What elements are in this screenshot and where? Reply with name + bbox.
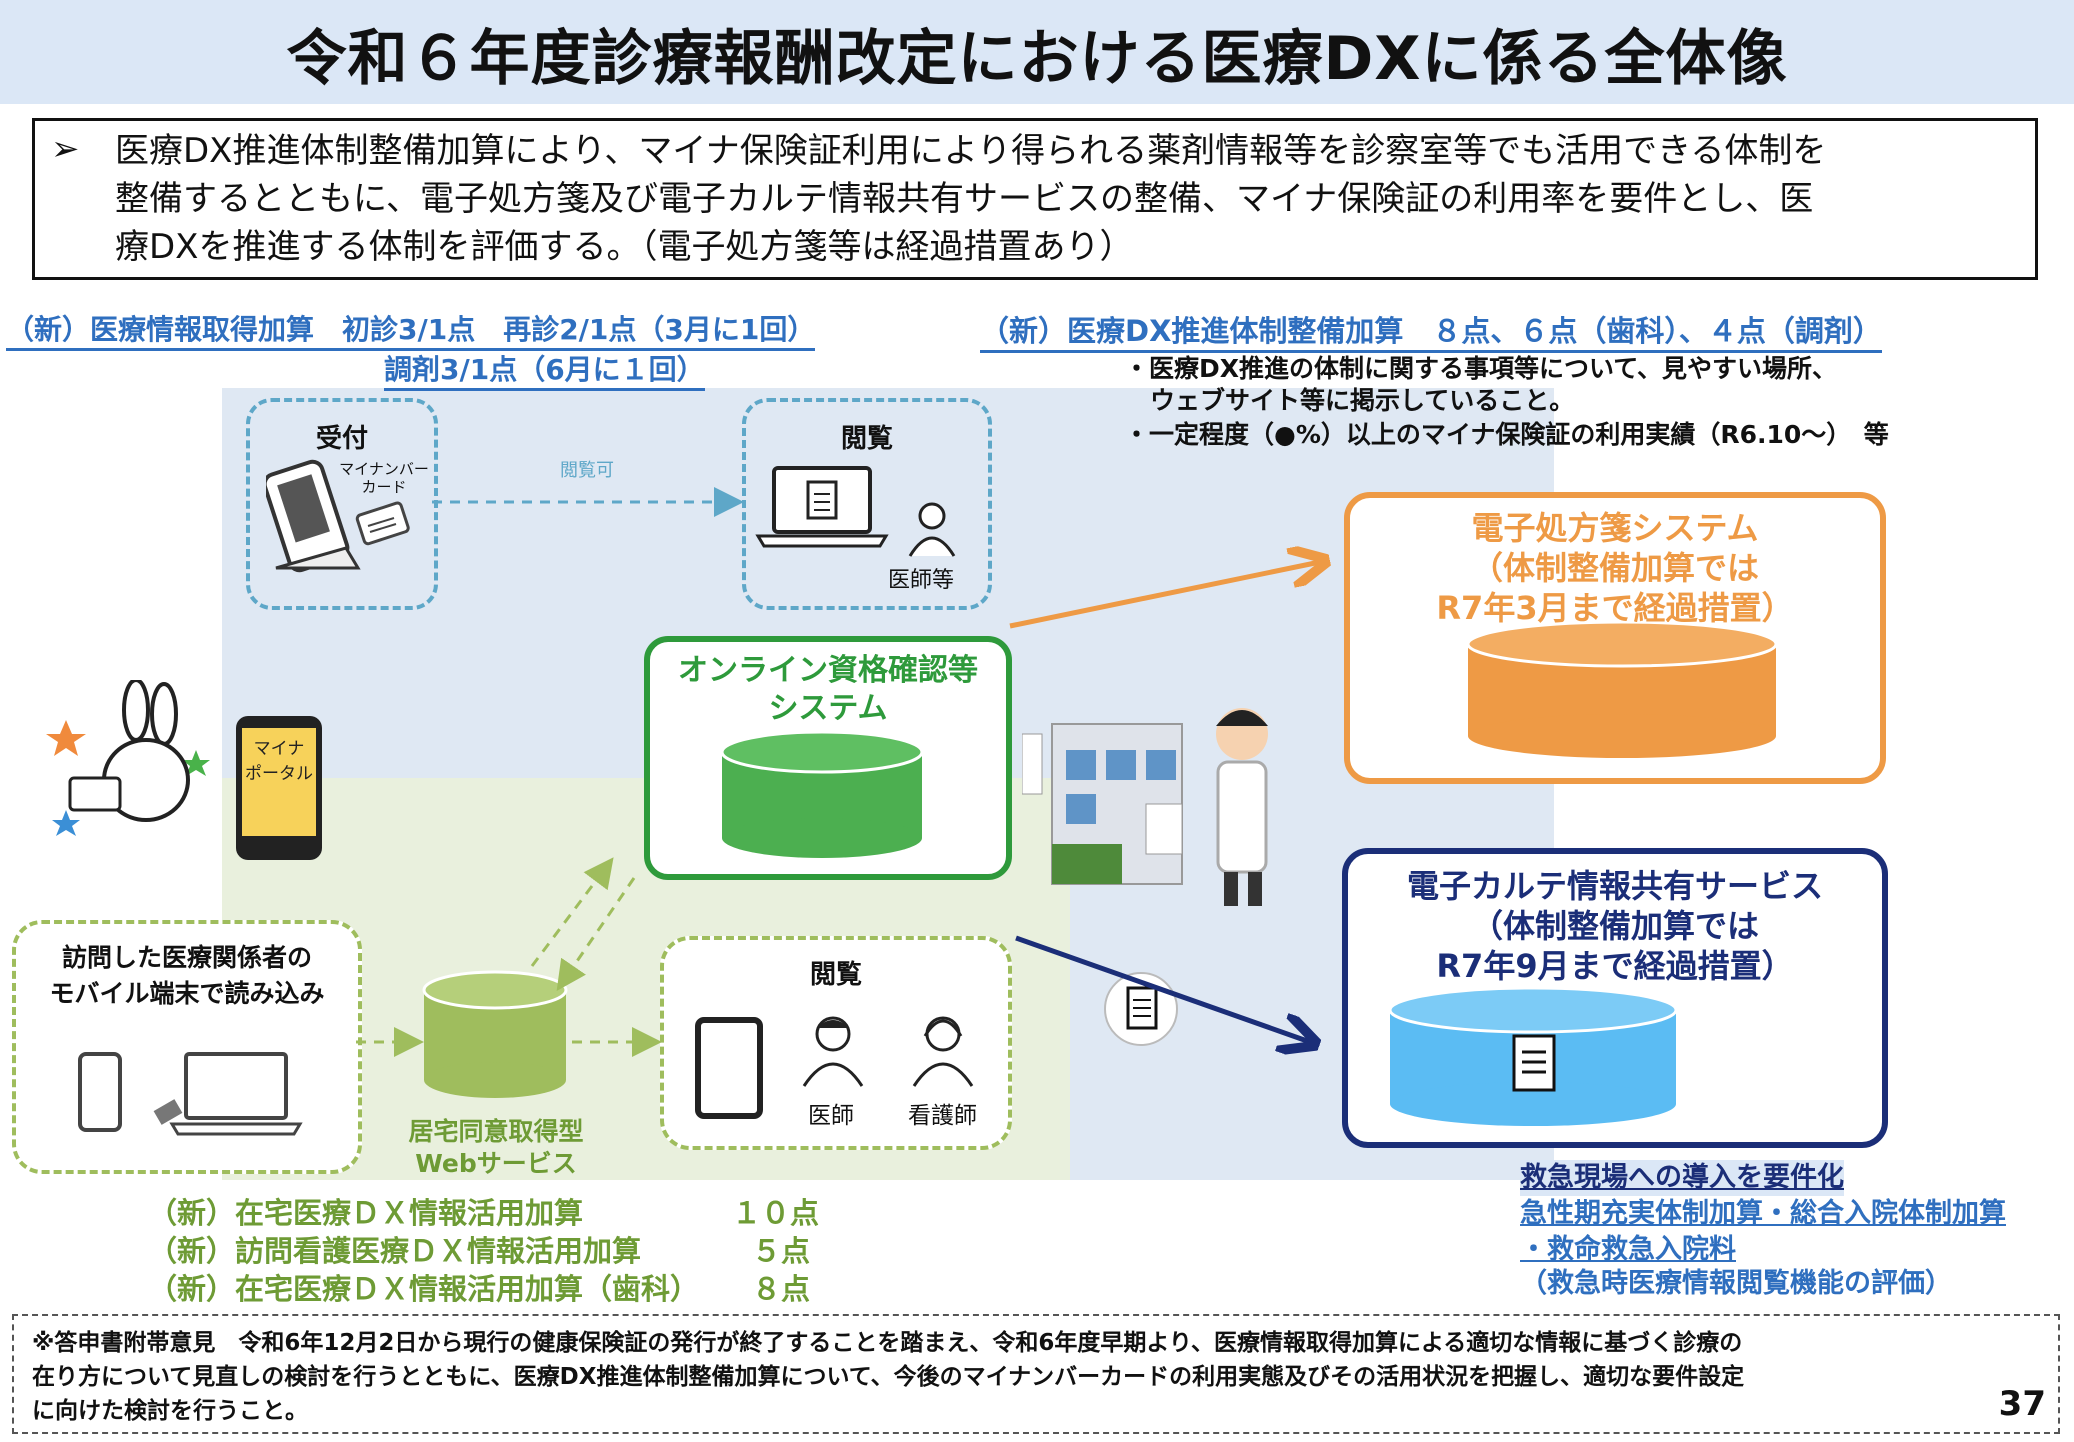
online-system-title-2: システム: [768, 691, 888, 726]
emergency-line-3: ・救命救急入院料: [1520, 1234, 1736, 1265]
nurse-caption: 看護師: [908, 1103, 977, 1129]
online-database-cylinder: [720, 732, 924, 858]
eprescription-system: 電子処方箋システム （体制整備加算では R7年3月まで経過措置）: [1344, 492, 1886, 784]
footnote-line-1: ※答申書附帯意見 令和6年12月2日から現行の健康保険証の発行が終了することを踏…: [32, 1330, 1743, 1356]
info-acquisition-header: （新）医療情報取得加算 初診3/1点 再診2/1点（3月に1回）: [6, 308, 816, 351]
to-ekarte-arrow: [1015, 935, 1310, 1042]
summary-line-1: 医療DX推進体制整備加算により、マイナ保険証利用により得られる薬剤情報等を診察室…: [115, 131, 1827, 171]
summary-text: 医療DX推進体制整備加算により、マイナ保険証利用により得られる薬剤情報等を診察室…: [115, 127, 2015, 271]
eprescription-title-2: （体制整備加算では: [1470, 549, 1759, 587]
summary-line-3: 療DXを推進する体制を評価する。（電子処方箋等は経過措置あり）: [115, 227, 1134, 267]
footnote-box: ※答申書附帯意見 令和6年12月2日から現行の健康保険証の発行が終了することを踏…: [12, 1314, 2060, 1434]
visit-title-1: 訪問した医療関係者の: [61, 943, 312, 972]
summary-box: ➢ 医療DX推進体制整備加算により、マイナ保険証利用により得られる薬剤情報等を診…: [32, 118, 2038, 280]
home-item-2-points: ５点: [752, 1234, 811, 1268]
card-label-1: マイナンバー: [339, 460, 429, 478]
browse-top-box: 閲覧 医師等: [742, 398, 992, 610]
home-item-3-label: （新）在宅医療ＤＸ情報活用加算（歯科）: [148, 1272, 700, 1306]
document-circle-icon: [1104, 972, 1178, 1046]
emergency-line-4: （救急時医療情報閲覧機能の評価）: [1520, 1268, 1952, 1299]
visit-title-2: モバイル端末で読み込み: [49, 979, 325, 1008]
card-reader-icon: [266, 459, 361, 573]
browse-bottom-title: 閲覧: [809, 960, 862, 990]
doctor-icon: [802, 1016, 864, 1087]
title-band: [0, 0, 2074, 104]
visit-mobile-box: 訪問した医療関係者の モバイル端末で読み込み: [12, 920, 362, 1174]
hospital-doctor-illustration: [1022, 708, 1268, 906]
eprescription-title-3: R7年3月まで経過措置）: [1436, 589, 1794, 627]
card-label-2: カード: [361, 478, 407, 496]
home-item-1-label: （新）在宅医療ＤＸ情報活用加算: [148, 1196, 584, 1230]
phone-icon: マイナ ポータル: [236, 716, 322, 860]
dx-promotion-header: （新）医療DX推進体制整備加算 ８点、６点（歯科）、４点（調剤）: [980, 308, 1882, 353]
page-number: 37: [1998, 1384, 2046, 1424]
phone-screen: マイナ ポータル: [242, 728, 316, 836]
phone-label-2: ポータル: [245, 764, 313, 784]
laptop-icon: [755, 466, 889, 548]
tablet-icon: [695, 1017, 763, 1119]
web-to-online-arrow: [530, 857, 614, 967]
browse-top-caption: 医師等: [888, 568, 955, 593]
eprescription-title-1: 電子処方箋システム: [1471, 509, 1759, 547]
doctor-small-icon: [908, 502, 956, 557]
ekarte-sharing-service: 電子カルテ情報共有サービス （体制整備加算では R7年9月まで経過措置）: [1342, 848, 1888, 1148]
web-service-label-1: 居宅同意取得型: [408, 1117, 584, 1146]
online-qualification-system: オンライン資格確認等 システム: [644, 636, 1012, 880]
eprescription-database-cylinder: [1466, 622, 1778, 758]
to-eprescription-arrow: [1009, 562, 1320, 629]
home-item-1-points: １０点: [732, 1196, 820, 1230]
ekarte-database-cylinder: [1388, 988, 1678, 1126]
mobile-devices-icon: [78, 1052, 303, 1136]
dx-requirement-2: ウェブサイト等に掲示していること。: [1150, 386, 1575, 415]
mynumber-card-icon: [355, 501, 410, 546]
phone-label-1: マイナ: [253, 739, 305, 759]
summary-line-2: 整備するとともに、電子処方箋及び電子カルテ情報共有サービスの整備、マイナ保険証の…: [115, 179, 1814, 219]
dx-requirement-3: ・一定程度（●%）以上のマイナ保険証の利用実績（R6.10～） 等: [1124, 420, 1889, 449]
summary-bullet: ➢: [51, 129, 80, 169]
emergency-line-2: 急性期充実体制加算・総合入院体制加算: [1520, 1198, 2006, 1229]
web-service-label-2: Webサービス: [415, 1149, 577, 1178]
footnote-line-3: に向けた検討を行うこと。: [32, 1398, 308, 1424]
online-to-web-arrow: [556, 877, 636, 991]
browse-top-title: 閲覧: [840, 424, 893, 454]
home-item-2-label: （新）訪問看護医療ＤＸ情報活用加算: [148, 1234, 642, 1268]
page-title: 令和６年度診療報酬改定における医療DXに係る全体像: [286, 24, 1788, 94]
emergency-line-1: 救急現場への導入を要件化: [1520, 1160, 1844, 1196]
info-acquisition-header-line2: 調剤3/1点（6月に１回）: [384, 348, 705, 391]
nurse-icon: [912, 1016, 974, 1087]
online-system-title-1: オンライン資格確認等: [678, 653, 978, 688]
footnote-text: ※答申書附帯意見 令和6年12月2日から現行の健康保険証の発行が終了することを踏…: [32, 1326, 2022, 1428]
reception-title: 受付: [315, 424, 368, 454]
ekarte-title-1: 電子カルテ情報共有サービス: [1406, 867, 1823, 905]
browse-bottom-box: 閲覧 医師 看護師: [660, 936, 1012, 1150]
ekarte-title-2: （体制整備加算では: [1470, 907, 1759, 945]
web-service-database-cylinder: [422, 970, 568, 1098]
mascot-rabbit-icon: [46, 680, 210, 836]
home-item-3-points: ８点: [752, 1272, 811, 1306]
doctor-caption: 医師: [808, 1103, 854, 1129]
browse-possible-label: 閲覧可: [560, 460, 614, 481]
reception-box: 受付 マイナンバー カード: [246, 398, 438, 610]
footnote-line-2: 在り方について見直しの検討を行うとともに、医療DX推進体制整備加算について、今後…: [32, 1364, 1745, 1390]
dx-requirement-1: ・医療DX推進の体制に関する事項等について、見やすい場所、: [1124, 354, 1838, 383]
ekarte-title-3: R7年9月まで経過措置）: [1436, 947, 1794, 985]
